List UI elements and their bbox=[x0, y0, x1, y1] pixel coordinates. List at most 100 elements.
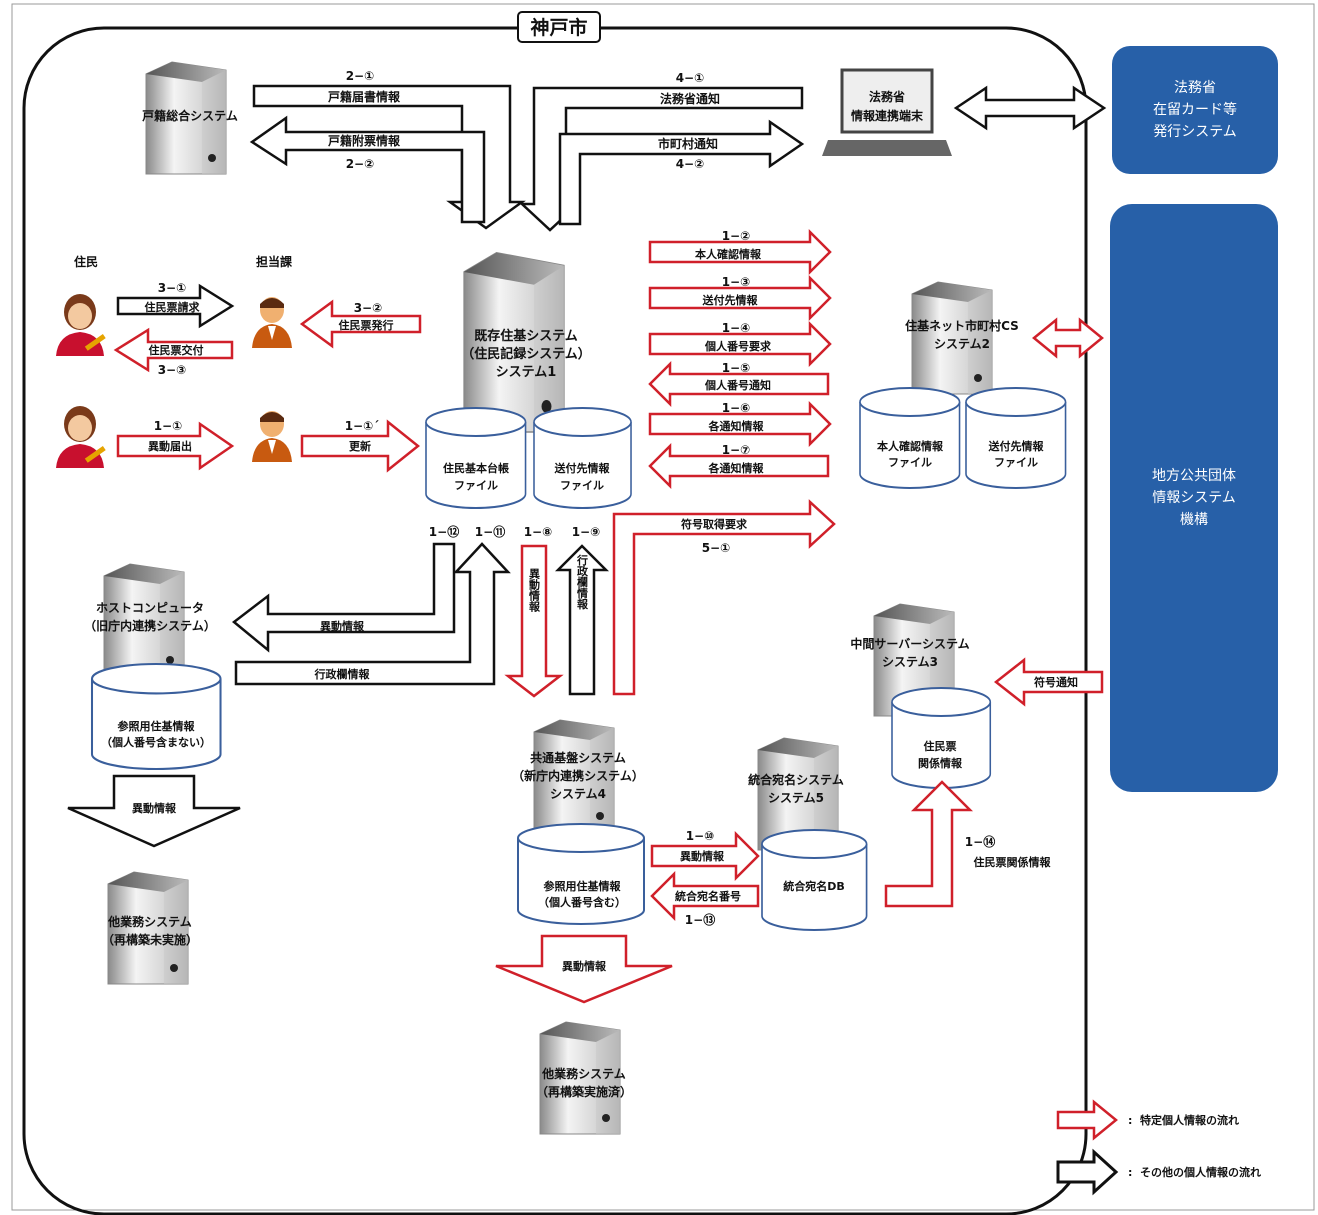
togo-db-label: 統合宛名DB bbox=[783, 879, 845, 893]
flow-1-9-num: 1−⑨ bbox=[572, 525, 601, 539]
moj-terminal-label-2: 情報連携端末 bbox=[851, 108, 924, 123]
flow-1-6-group: 1−⑥ 各通知情報 bbox=[650, 401, 830, 444]
jlis-label-3: 機構 bbox=[1180, 512, 1208, 528]
kizon-label-2: （住民記録システム） bbox=[461, 346, 591, 362]
other-old-label-2: （再構築未実施） bbox=[102, 932, 198, 947]
flow-2-1-num: 2−① bbox=[346, 69, 375, 83]
flow-1-2-label: 本人確認情報 bbox=[695, 247, 762, 261]
jukihon-label-2: ファイル bbox=[454, 479, 498, 492]
koseki-label: 戸籍総合システム bbox=[142, 108, 238, 123]
fugo-label: 符号通知 bbox=[1034, 675, 1078, 689]
sansho-new-label-1: 参照用住基情報 bbox=[544, 879, 622, 893]
flow-2-2-label: 戸籍附票情報 bbox=[328, 133, 401, 148]
flow-1-1b-label: 更新 bbox=[349, 439, 371, 453]
flow-1-5-label: 個人番号通知 bbox=[704, 378, 771, 392]
kizon-label-1: 既存住基システム bbox=[474, 328, 578, 344]
sansho-old-label-2: （個人番号含まない） bbox=[101, 735, 211, 749]
flow-1-5-num: 1−⑤ bbox=[722, 361, 751, 375]
flow-1-12-num: 1−⑫ bbox=[429, 524, 459, 539]
jumin-label-1: 住民票 bbox=[924, 739, 957, 753]
honnin-label-2: ファイル bbox=[888, 456, 932, 469]
flow-1-10-label: 異動情報 bbox=[680, 849, 725, 863]
flow-1-6-label: 各通知情報 bbox=[708, 419, 765, 433]
flow-1-14-num: 1−⑭ bbox=[965, 834, 995, 849]
svg-text:異動情報: 異動情報 bbox=[528, 568, 541, 613]
flow-1-3-num: 1−③ bbox=[722, 275, 751, 289]
host-label-1: ホストコンピュータ bbox=[96, 601, 204, 615]
moj-exchange-arrow bbox=[956, 88, 1104, 128]
kyotsu-ido-label: 異動情報 bbox=[562, 959, 607, 973]
jlis-label-1: 地方公共団体 bbox=[1152, 468, 1236, 484]
staff-icon-1 bbox=[252, 297, 292, 348]
legend-red-colon: : bbox=[1128, 1114, 1132, 1127]
sansho-old-label-1: 参照用住基情報 bbox=[118, 719, 196, 733]
flow-1-3-group: 1−③ 送付先情報 bbox=[650, 275, 830, 318]
flow-2-2-num: 2−② bbox=[346, 157, 375, 171]
flow-4-2-num: 4−② bbox=[676, 157, 705, 171]
flow-5-1-num: 5−① bbox=[702, 541, 731, 555]
sofusaki2-label-1: 送付先情報 bbox=[988, 439, 1045, 453]
cs-jlis-exchange-arrow bbox=[1034, 320, 1102, 356]
flow-1-1-label: 異動届出 bbox=[148, 439, 192, 453]
staff-heading: 担当課 bbox=[256, 254, 293, 269]
flow-4-1-label: 法務省通知 bbox=[660, 91, 720, 106]
sofusaki2-label-2: ファイル bbox=[994, 456, 1038, 469]
flow-1-12-arrow bbox=[234, 544, 454, 650]
jukihon-db-icon bbox=[426, 408, 526, 508]
sofusaki-db-icon bbox=[534, 408, 631, 508]
sofusaki-label-1: 送付先情報 bbox=[554, 461, 611, 475]
kyotsu-label-2: （新庁内連携システム） bbox=[512, 768, 644, 783]
resident-icon-2 bbox=[56, 406, 106, 468]
moj-terminal-label-1: 法務省 bbox=[869, 89, 905, 104]
flow-2-1-label: 戸籍届書情報 bbox=[328, 89, 401, 104]
flow-1-5-group: 1−⑤ 個人番号通知 bbox=[650, 361, 828, 404]
flow-1-11-num: 1−⑪ bbox=[475, 524, 505, 539]
kyotsu-label-3: システム4 bbox=[550, 787, 606, 801]
flow-4-1-num: 4−① bbox=[676, 71, 705, 85]
jukihon-label-1: 住民基本台帳 bbox=[443, 461, 509, 475]
flow-3-2-num: 3−② bbox=[354, 301, 383, 315]
host-label-2: （旧庁内連携システム） bbox=[84, 618, 216, 633]
flow-1-6-num: 1−⑥ bbox=[722, 401, 751, 415]
flow-1-10-num: 1−⑩ bbox=[686, 829, 715, 843]
flow-1-3-label: 送付先情報 bbox=[702, 293, 759, 307]
jumin-label-2: 関係情報 bbox=[918, 756, 963, 770]
other-new-label-2: （再構築実施済） bbox=[536, 1084, 632, 1099]
host-ido-label: 異動情報 bbox=[132, 801, 177, 815]
city-title: 神戸市 bbox=[530, 16, 587, 39]
kizon-label-3: システム1 bbox=[496, 365, 557, 380]
honnin-label-1: 本人確認情報 bbox=[877, 439, 944, 453]
flow-3-1-label: 住民票請求 bbox=[145, 300, 201, 314]
flow-1-12-label: 異動情報 bbox=[320, 619, 365, 633]
flow-1-2-num: 1−② bbox=[722, 229, 751, 243]
chukan-label-1: 中間サーバーシステム bbox=[850, 636, 969, 651]
legend-red-label: 特定個人情報の流れ bbox=[1140, 1113, 1239, 1127]
flow-1-9-label: 行政欄情報 bbox=[576, 553, 590, 610]
flow-3-2-label: 住民票発行 bbox=[339, 318, 394, 332]
sansho-old-db-icon bbox=[92, 664, 221, 769]
flow-3-3-label: 住民票交付 bbox=[149, 343, 204, 357]
flow-1-13-num: 1−⑬ bbox=[685, 912, 715, 927]
moj-system-label-3: 発行システム bbox=[1153, 124, 1237, 140]
flow-1-11-label: 行政欄情報 bbox=[314, 667, 371, 681]
other-old-label-1: 他業務システム bbox=[107, 914, 192, 929]
honnin-db-icon bbox=[860, 388, 960, 488]
jumin-db-icon bbox=[892, 688, 990, 788]
other-new-label-1: 他業務システム bbox=[541, 1066, 626, 1081]
flow-1-7-num: 1−⑦ bbox=[722, 443, 751, 457]
flow-1-1-num: 1−① bbox=[154, 419, 183, 433]
resident-icon-1 bbox=[56, 294, 106, 356]
flow-3-3-num: 3−③ bbox=[158, 363, 187, 377]
flow-3-1-num: 3−① bbox=[158, 281, 187, 295]
flow-1-14-arrow bbox=[886, 782, 970, 906]
sofusaki-label-2: ファイル bbox=[560, 479, 604, 492]
sansho-new-db-icon bbox=[518, 824, 644, 924]
flow-1-1b-num: 1−①´ bbox=[345, 419, 380, 433]
resident-heading: 住民 bbox=[74, 254, 98, 269]
kyotsu-label-1: 共通基盤システム bbox=[530, 750, 626, 765]
moj-system-label-2: 在留カード等 bbox=[1153, 101, 1237, 118]
flow-1-7-label: 各通知情報 bbox=[708, 461, 765, 475]
legend-black-label: その他の個人情報の流れ bbox=[1140, 1165, 1261, 1179]
flow-4-2-label: 市町村通知 bbox=[658, 136, 718, 151]
